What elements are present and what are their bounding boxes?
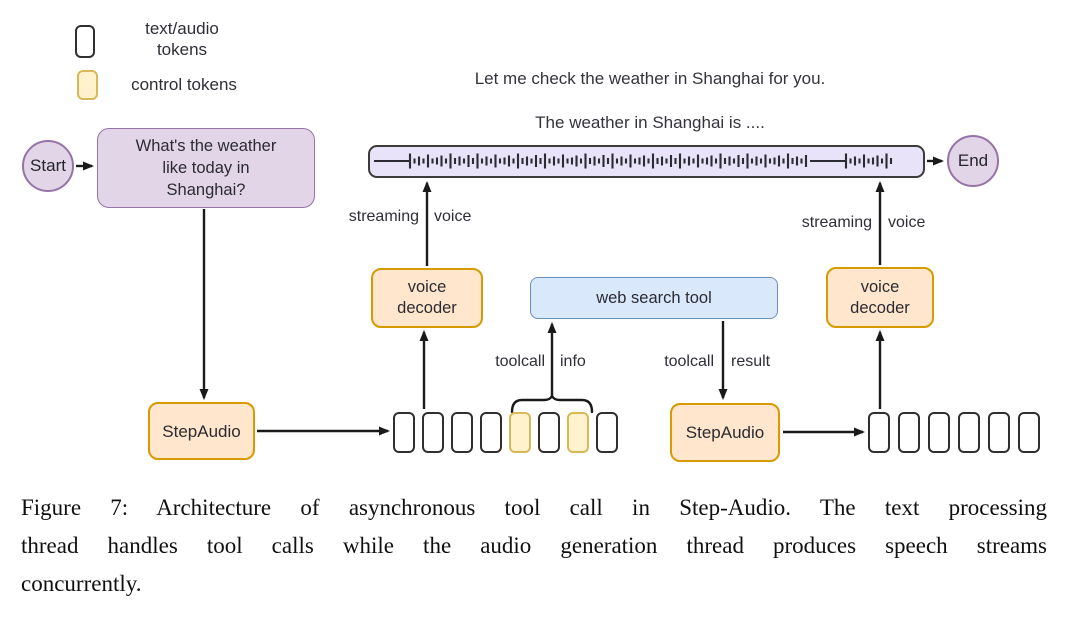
text-audio-token: [422, 412, 444, 453]
figure-caption: Figure 7: Architecture of asynchronous t…: [21, 489, 1047, 603]
user-question-text: What's the weather like today in Shangha…: [135, 137, 277, 199]
text-audio-token: [1018, 412, 1040, 453]
waveform-graphic: [374, 153, 893, 169]
text-audio-token: [958, 412, 980, 453]
user-question-box: What's the weather like today in Shangha…: [97, 128, 315, 208]
control-token: [567, 412, 589, 453]
streaming-voice-left-word1: streaming: [348, 208, 419, 225]
voice-decoder-left-label: voice decoder: [397, 278, 457, 317]
text-audio-token: [596, 412, 618, 453]
legend-control-label: control tokens: [131, 75, 237, 94]
start-node: Start: [22, 140, 74, 192]
text-audio-token: [898, 412, 920, 453]
text-audio-token: [393, 412, 415, 453]
text-audio-token: [868, 412, 890, 453]
token-sequence-left: [393, 412, 618, 453]
streaming-voice-right-word1: streaming: [801, 214, 872, 231]
control-token: [509, 412, 531, 453]
speech-text-line1: Let me check the weather in Shanghai for…: [474, 69, 826, 88]
web-search-tool-box: web search tool: [530, 277, 778, 319]
toolcall-tokens-brace: [510, 393, 594, 414]
caption-line-3: concurrently.: [21, 571, 142, 596]
stepaudio-left-label: StepAudio: [162, 421, 241, 441]
streaming-voice-left-word2: voice: [434, 208, 472, 225]
web-search-tool-label: web search tool: [596, 288, 712, 307]
end-node: End: [947, 135, 999, 187]
stepaudio-right-box: StepAudio: [670, 403, 780, 462]
start-node-label: Start: [30, 156, 66, 175]
text-audio-token: [538, 412, 560, 453]
text-audio-token: [928, 412, 950, 453]
voice-decoder-left-box: voice decoder: [371, 268, 483, 328]
audio-waveform-bar: [368, 145, 925, 178]
stepaudio-right-label: StepAudio: [685, 423, 765, 442]
stepaudio-left-box: StepAudio: [148, 402, 255, 460]
legend-text-audio-label: text/audio tokens: [145, 19, 219, 59]
text-audio-token: [988, 412, 1010, 453]
voice-decoder-right-box: voice decoder: [826, 267, 934, 328]
toolcall-result-word2: result: [731, 353, 771, 370]
token-sequence-right: [868, 412, 1040, 453]
caption-line-1: Figure 7: Architecture of asynchronous t…: [21, 495, 1047, 520]
legend-text-audio-token-swatch: [75, 25, 95, 58]
toolcall-result-word1: toolcall: [664, 353, 714, 370]
voice-decoder-right-label: voice decoder: [850, 277, 910, 317]
toolcall-info-word2: info: [560, 353, 586, 370]
text-audio-token: [451, 412, 473, 453]
streaming-voice-right-word2: voice: [888, 214, 926, 231]
speech-text-line2: The weather in Shanghai is ....: [535, 113, 765, 132]
toolcall-info-word1: toolcall: [495, 353, 545, 370]
legend-control-token-swatch: [77, 70, 98, 100]
end-node-label: End: [957, 151, 989, 170]
text-audio-token: [480, 412, 502, 453]
caption-line-2: thread handles tool calls while the audi…: [21, 533, 1047, 558]
